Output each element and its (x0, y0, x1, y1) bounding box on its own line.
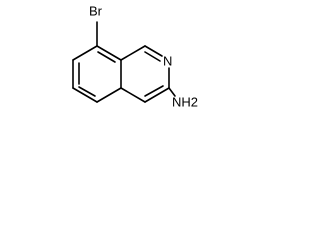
double-bond-c3-c4 (144, 85, 164, 97)
nitrogen-label: N (163, 53, 172, 68)
bond-c8a-c1 (120, 45, 146, 61)
double-bond-c1-n2 (144, 51, 161, 62)
double-bond-c8-c8a (97, 51, 116, 63)
double-bond-c5-c6 (78, 86, 96, 97)
bond-c3-c4 (144, 87, 170, 103)
bond-c3-nh2 (168, 87, 176, 97)
bond-c4-c4a (120, 87, 146, 103)
structure-diagram: Br N NH2 (72, 3, 198, 109)
bond-c5-c6 (72, 87, 98, 103)
bond-c4a-c5 (96, 87, 122, 103)
bond-c8-c8a (96, 45, 122, 61)
bond-c1-n2 (144, 45, 163, 57)
bond-c7-c8 (72, 45, 98, 61)
molecule-canvas: Br N NH2 (0, 0, 200, 140)
bromine-label: Br (89, 3, 103, 18)
amine-label: NH2 (172, 94, 198, 109)
